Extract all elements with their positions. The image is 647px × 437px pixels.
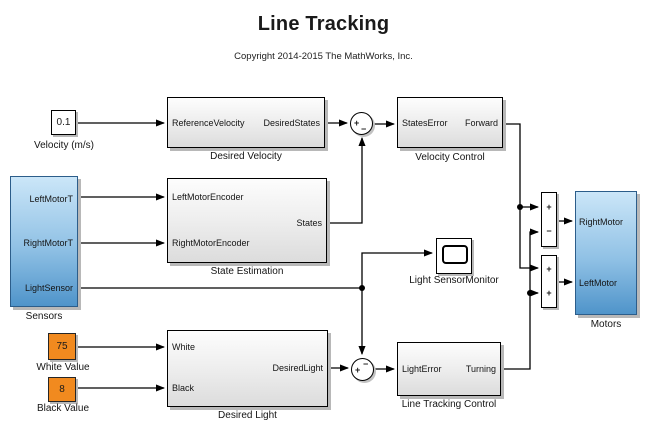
desired-light-block[interactable]: White Black DesiredLight	[167, 330, 328, 407]
port-rightmotorencoder: RightMotorEncoder	[172, 238, 250, 248]
port-leftmotor: LeftMotor	[579, 278, 618, 288]
wire-turning[interactable]	[501, 228, 540, 370]
velocity-constant-block[interactable]: 0.1	[51, 110, 76, 135]
velocity-constant-label: Velocity (m/s)	[33, 140, 94, 151]
copyright-text: Copyright 2014-2015 The MathWorks, Inc.	[234, 51, 413, 62]
white-value-block[interactable]: 75	[48, 333, 76, 360]
sum-light-plus-sign: +	[355, 365, 361, 375]
sum-velocity-minus-sign: −	[361, 124, 367, 134]
sensors-label: Sensors	[25, 311, 63, 322]
white-value-number: 75	[56, 341, 68, 352]
port-leftmotort: LeftMotorT	[29, 194, 73, 204]
motors-block[interactable]: RightMotor LeftMotor	[575, 191, 637, 315]
desired-velocity-label: Desired Velocity	[210, 151, 282, 162]
port-turning: Turning	[465, 364, 496, 374]
port-lighterror: LightError	[402, 364, 442, 374]
scope-screen-icon	[442, 245, 468, 264]
port-states: States	[296, 218, 322, 228]
line-tracking-control-block[interactable]: LightError Turning	[397, 342, 501, 396]
wire-forward[interactable]	[503, 123, 540, 272]
white-value-label: White Value	[36, 362, 90, 373]
port-desiredstates: DesiredStates	[263, 118, 320, 128]
port-leftmotorencoder: LeftMotorEncoder	[172, 192, 244, 202]
port-black: Black	[172, 383, 195, 393]
sum-right-motor-sign2: −	[546, 226, 552, 236]
port-rightmotort: RightMotorT	[23, 238, 73, 248]
light-sensor-monitor-scope[interactable]	[436, 238, 472, 274]
velocity-control-block[interactable]: StatesError Forward	[397, 97, 503, 148]
sum-left-motor-sign2: +	[546, 288, 552, 298]
black-value-block[interactable]: 8	[48, 377, 76, 402]
black-value-label: Black Value	[36, 403, 90, 414]
sensors-block[interactable]: LeftMotorT RightMotorT LightSensor	[10, 176, 78, 307]
velocity-constant-value: 0.1	[56, 117, 71, 128]
velocity-control-label: Velocity Control	[415, 152, 485, 163]
wire-states-to-sum[interactable]	[327, 136, 366, 224]
sum-left-motor-sign1: +	[546, 264, 552, 274]
port-desiredlight: DesiredLight	[272, 363, 323, 373]
state-estimation-label: State Estimation	[210, 266, 284, 277]
state-estimation-block[interactable]: LeftMotorEncoder RightMotorEncoder State…	[167, 178, 327, 263]
wire-lightsensor-to-scope[interactable]	[361, 249, 434, 288]
black-value-number: 8	[59, 384, 65, 395]
sum-velocity-block[interactable]: + −	[350, 112, 373, 135]
port-lightsensor: LightSensor	[24, 283, 73, 293]
sum-left-motor-block[interactable]: + +	[541, 255, 557, 308]
port-white: White	[172, 342, 196, 352]
line-tracking-control-label: Line Tracking Control	[401, 399, 497, 410]
sum-velocity-plus-sign: +	[354, 118, 360, 128]
desired-light-label: Desired Light	[218, 410, 277, 421]
diagram-title: Line Tracking	[257, 13, 390, 35]
port-forward: Forward	[464, 118, 498, 128]
port-stateserror: StatesError	[402, 118, 448, 128]
motors-label: Motors	[590, 319, 622, 330]
desired-velocity-block[interactable]: ReferenceVelocity DesiredStates	[167, 97, 325, 148]
sum-light-minus-sign: −	[363, 359, 369, 369]
light-sensor-monitor-label: Light SensorMonitor	[409, 275, 499, 286]
sum-right-motor-sign1: +	[546, 202, 552, 212]
sum-right-motor-block[interactable]: + −	[541, 192, 557, 247]
sum-light-block[interactable]: + −	[351, 358, 374, 381]
port-rightmotor: RightMotor	[579, 217, 624, 227]
port-referencevelocity: ReferenceVelocity	[172, 118, 245, 128]
